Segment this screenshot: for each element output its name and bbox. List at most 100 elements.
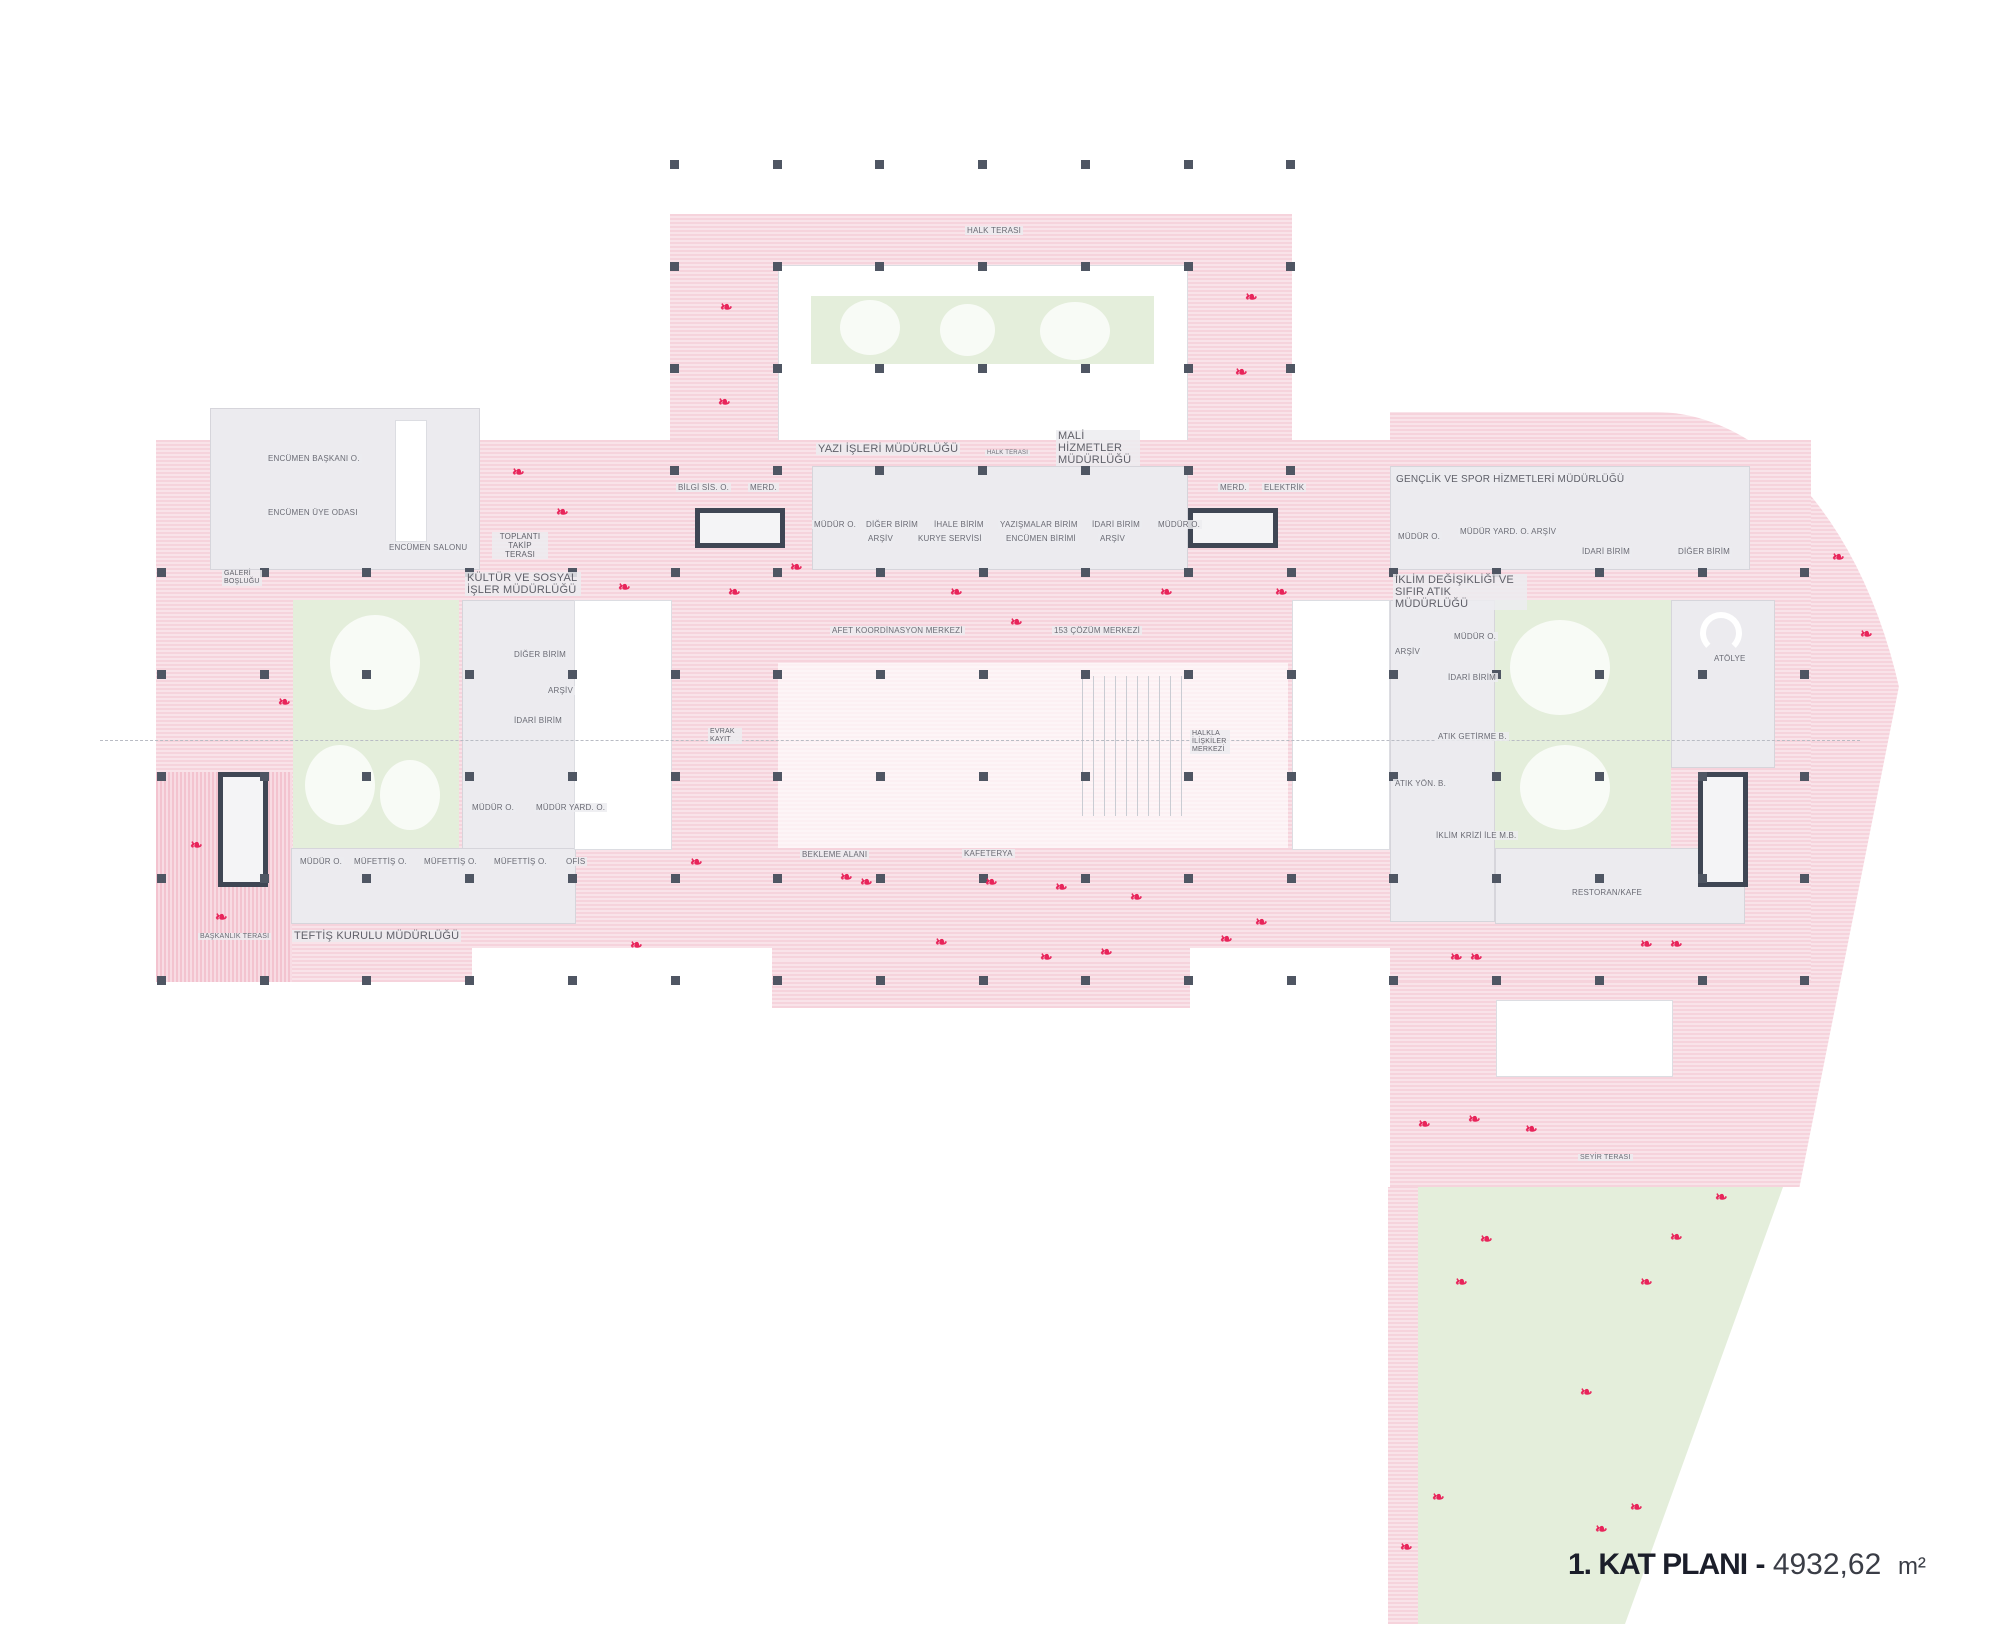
label-yazi-ihale: İHALE BİRİM [932, 520, 986, 529]
column [157, 670, 166, 679]
column [875, 466, 885, 475]
column [1389, 670, 1399, 679]
person-figure-icon: ❧ [1525, 1121, 1538, 1138]
column [465, 874, 475, 883]
person-figure-icon: ❧ [1130, 889, 1143, 906]
column [1286, 160, 1296, 169]
column [1081, 670, 1091, 679]
column [670, 976, 680, 985]
label-encumen-baskani: ENCÜMEN BAŞKANI O. [266, 454, 362, 463]
column [1081, 772, 1091, 781]
person-figure-icon: ❧ [1468, 1111, 1481, 1128]
column [567, 976, 577, 985]
column [259, 772, 269, 781]
label-mali-hizmetler-title: MALİ HİZMETLER MÜDÜRLÜĞÜ [1056, 430, 1140, 466]
column [1286, 772, 1296, 781]
label-seyir-terasi: SEYİR TERASI [1578, 1154, 1633, 1161]
column [670, 262, 679, 271]
person-figure-icon: ❧ [1630, 1499, 1643, 1516]
person-figure-icon: ❧ [1220, 931, 1233, 948]
person-figure-icon: ❧ [278, 694, 291, 711]
atrium [778, 663, 1288, 848]
person-figure-icon: ❧ [1160, 584, 1173, 601]
column [1800, 670, 1810, 679]
grand-stair [1082, 676, 1187, 816]
label-yazi-mudur-2: MÜDÜR O. [1156, 520, 1203, 529]
column [1800, 772, 1810, 781]
column [1594, 772, 1604, 781]
tree [1040, 302, 1110, 360]
column [978, 670, 988, 679]
plan-title: 1. KAT PLANI - 4932,62 m² [1568, 1548, 1926, 1582]
label-halk-terasi-lower: HALK TERASI [985, 450, 1031, 456]
column [1286, 976, 1296, 985]
column [1080, 160, 1090, 169]
person-figure-icon: ❧ [718, 394, 731, 411]
label-iklim-title: İKLİM DEĞİŞİKLİĞİ VE SIFIR ATIK MÜDÜRLÜĞ… [1393, 574, 1527, 610]
person-figure-icon: ❧ [1470, 949, 1483, 966]
person-figure-icon: ❧ [1245, 289, 1258, 306]
label-kultur-idari: İDARİ BİRİM [512, 716, 564, 725]
label-teftis-mudur: MÜDÜR O. [298, 857, 345, 866]
column [1183, 160, 1193, 169]
person-figure-icon: ❧ [1255, 914, 1268, 931]
column [1286, 364, 1296, 373]
label-elektrik: ELEKTRİK [1262, 483, 1307, 492]
column [1492, 976, 1502, 985]
west-void [574, 600, 672, 850]
label-iklim-kriz: İKLİM KRİZİ İLE M.B. [1434, 831, 1519, 840]
person-figure-icon: ❧ [215, 909, 228, 926]
label-genclik-mudur: MÜDÜR O. [1396, 532, 1443, 541]
column [670, 772, 680, 781]
column [1183, 364, 1193, 373]
column [1286, 568, 1296, 577]
column [1081, 568, 1091, 577]
label-yazi-kurye: KURYE SERVİSİ [916, 534, 984, 543]
column [157, 976, 166, 985]
person-figure-icon: ❧ [1235, 364, 1248, 381]
column [875, 772, 885, 781]
column [1697, 772, 1707, 781]
tree [330, 615, 420, 710]
column [1286, 466, 1296, 475]
person-figure-icon: ❧ [512, 464, 525, 481]
label-merd-west: MERD. [748, 483, 779, 492]
column [362, 976, 372, 985]
tree [840, 300, 900, 355]
label-kultur-arsiv: ARŞİV [546, 686, 576, 695]
person-figure-icon: ❧ [1640, 1274, 1653, 1291]
column [978, 568, 988, 577]
axis-line [100, 740, 1860, 741]
column [1594, 874, 1604, 883]
label-teftis-mufettis-3: MÜFETTİŞ O. [492, 857, 549, 866]
column [670, 670, 680, 679]
tree [940, 304, 995, 356]
label-cozum: 153 ÇÖZÜM MERKEZİ [1052, 626, 1143, 635]
column [567, 772, 577, 781]
person-figure-icon: ❧ [1670, 1229, 1683, 1246]
column [875, 364, 885, 373]
person-figure-icon: ❧ [556, 504, 569, 521]
column [567, 874, 577, 883]
column [670, 466, 679, 475]
label-afet: AFET KOORDİNASYON MERKEZİ [830, 626, 965, 635]
label-yazi-arsiv-1: ARŞİV [866, 534, 896, 543]
kultur-offices [462, 600, 576, 850]
label-restoran: RESTORAN/KAFE [1570, 888, 1645, 897]
label-iklim-arsiv: ARŞİV [1393, 647, 1423, 656]
person-figure-icon: ❧ [1418, 1116, 1431, 1133]
label-kultur-mudur-yard: MÜDÜR YARD. O. [534, 803, 608, 812]
stair-core-west [218, 772, 268, 887]
label-kultur-title: KÜLTÜR VE SOSYAL İŞLER MÜDÜRLÜĞÜ [465, 572, 581, 596]
column [1389, 568, 1399, 577]
person-figure-icon: ❧ [618, 579, 631, 596]
person-figure-icon: ❧ [1432, 1489, 1445, 1506]
label-toplanti-terasi: TOPLANTI TAKİP TERASI [492, 532, 548, 559]
column [1286, 874, 1296, 883]
label-encumen-salonu: ENCÜMEN SALONU [387, 543, 470, 552]
column [772, 160, 782, 169]
column [875, 160, 885, 169]
label-genclik-idari: İDARİ BİRİM [1580, 547, 1632, 556]
column [978, 262, 988, 271]
